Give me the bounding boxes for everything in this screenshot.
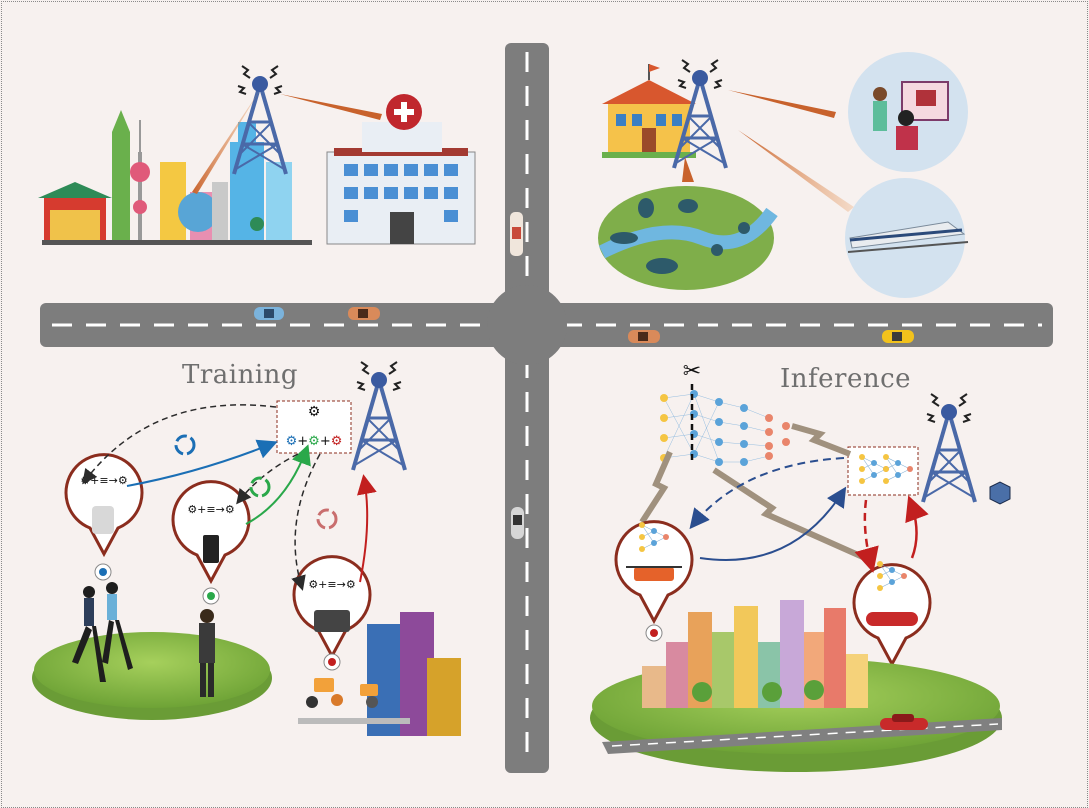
upload-arrow-red: [357, 474, 377, 583]
wireless-link: [791, 423, 852, 457]
car-icon: [510, 212, 523, 256]
hospital-icon: [326, 94, 476, 245]
location-pin-icon: ⚙+≡→⚙: [171, 480, 251, 583]
big-neural-network-icon: [660, 390, 790, 466]
city-buildings-icon: [642, 600, 868, 708]
download-arrow: [236, 453, 299, 505]
sync-icon: [174, 434, 196, 456]
signal-beam: [682, 157, 694, 182]
roundabout: [487, 285, 567, 365]
sync-icon: [316, 508, 338, 530]
upload-arrow-blue: [126, 439, 278, 487]
signal-beam: [728, 90, 836, 118]
classroom-icon: [848, 52, 968, 172]
farm-icon: [598, 186, 778, 290]
location-pin-icon: [614, 520, 694, 623]
location-pin-icon: ⚙+≡→⚙: [64, 453, 144, 556]
aggregation-box: ⚙ ⚙+⚙+⚙: [276, 400, 352, 454]
office-icon: [298, 612, 461, 736]
inference-label: Inference: [780, 364, 912, 394]
edge-server-box: [847, 446, 919, 496]
download-arrow-red: [854, 499, 879, 573]
svg-text:⚙+≡→⚙: ⚙+≡→⚙: [80, 474, 127, 487]
road-vertical: [505, 43, 549, 773]
svg-text:⚙+≡→⚙: ⚙+≡→⚙: [308, 578, 355, 591]
download-arrow: [82, 404, 277, 485]
wireless-link: [712, 467, 876, 565]
businessman-icon: [199, 609, 215, 697]
download-arrow: [291, 453, 321, 591]
car-icon: [628, 330, 660, 343]
grass-island-left: [32, 632, 272, 720]
cell-tower-icon: [921, 392, 977, 504]
train-icon: [845, 178, 969, 298]
sync-icon: [249, 476, 271, 498]
download-arrow: [689, 457, 845, 530]
upload-arrow: [699, 486, 847, 562]
city-skyline-icon: [38, 110, 312, 245]
upload-arrow-red: [905, 495, 929, 559]
upload-arrow-green: [245, 444, 311, 525]
training-label: Training: [182, 360, 299, 390]
car-icon: [882, 330, 914, 343]
svg-text:⚙+≡→⚙: ⚙+≡→⚙: [187, 503, 234, 516]
signal-beam: [280, 94, 382, 120]
location-pin-icon: ⚙+≡→⚙: [292, 555, 372, 658]
school-icon: [602, 64, 696, 158]
signal-beam: [738, 130, 854, 212]
cube-icon: [989, 481, 1011, 505]
scissors-icon: ✂: [683, 359, 701, 384]
neural-network-icon: ⚙: [308, 404, 321, 420]
cell-tower-icon: [351, 360, 407, 472]
neural-network-icon: ⚙+⚙+⚙: [286, 434, 343, 449]
car-icon: [254, 307, 284, 320]
runner-icon: [72, 582, 133, 682]
car-icon: [880, 714, 928, 730]
car-icon: [348, 307, 380, 320]
wireless-link: [639, 450, 673, 524]
location-pin-icon: [852, 560, 932, 666]
signal-beam: [192, 90, 260, 194]
car-icon: [511, 507, 524, 539]
